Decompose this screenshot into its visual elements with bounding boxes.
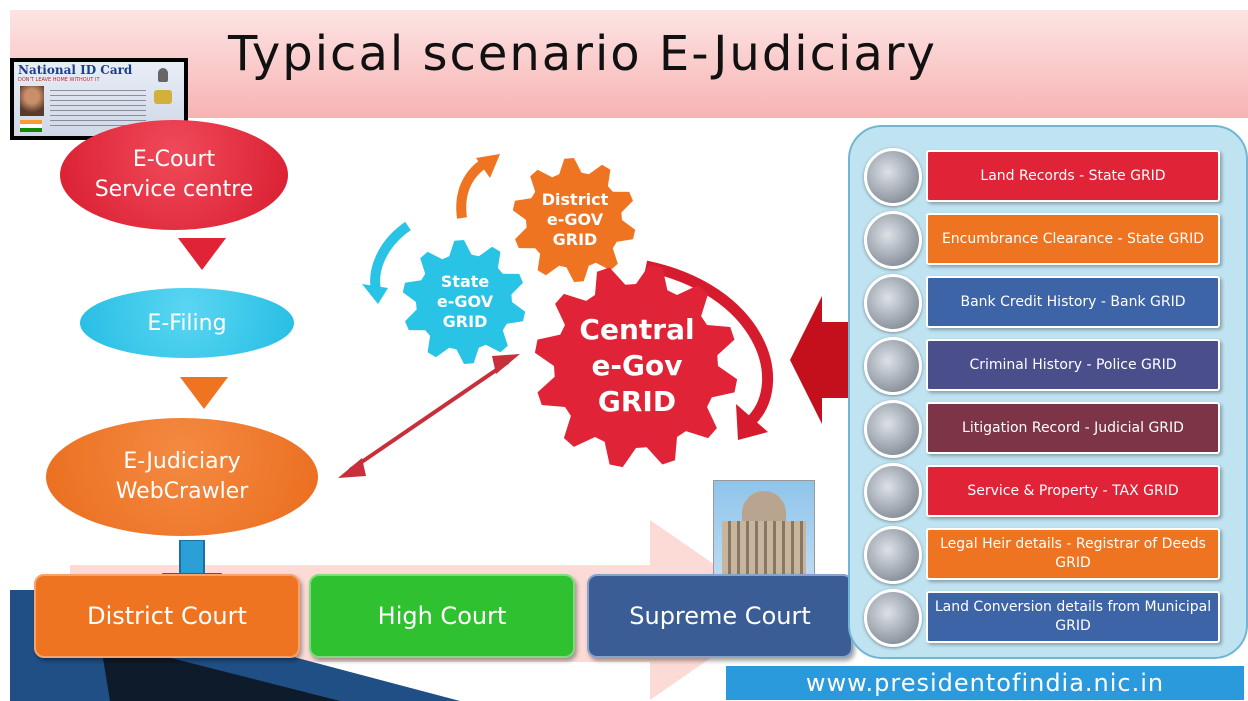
grid-source-photo	[864, 274, 922, 332]
grid-source-item: Bank Credit History - Bank GRID	[864, 274, 1234, 332]
building-body	[722, 521, 806, 577]
id-card-subheading: DON'T LEAVE HOME WITHOUT IT	[18, 77, 100, 83]
grid-source-item: Service & Property - TAX GRID	[864, 463, 1234, 521]
orange-curved-arrow	[456, 157, 489, 219]
grid-source-label: Land Conversion details from Municipal G…	[926, 591, 1220, 643]
id-card-heading: National ID Card	[18, 63, 133, 77]
efiling-node: E-Filing	[80, 288, 294, 358]
ejudiciary-webcrawler-node: E-Judiciary WebCrawler	[46, 418, 318, 536]
state-gear	[402, 240, 526, 364]
grid-source-photo	[864, 589, 922, 647]
grid-source-label: Litigation Record - Judicial GRID	[926, 402, 1220, 454]
avatar-icon	[158, 68, 168, 82]
down-arrow-red-icon	[178, 238, 226, 270]
grid-source-label: Encumbrance Clearance - State GRID	[926, 213, 1220, 265]
link-arrowhead-start	[338, 458, 366, 478]
red-arrowhead	[736, 404, 768, 440]
ecourt-service-centre-node: E-Court Service centre	[60, 120, 288, 230]
grid-source-label: Legal Heir details - Registrar of Deeds …	[926, 528, 1220, 580]
cyan-arrowhead	[362, 284, 388, 304]
chip-icon	[154, 90, 172, 104]
india-flag-icon	[20, 120, 42, 132]
state-egov-grid-label: State e-GOV GRID	[436, 272, 494, 331]
cyan-curved-arrow	[370, 221, 411, 291]
down-arrow-orange-icon	[180, 377, 228, 409]
page-title: Typical scenario E-Judiciary	[228, 26, 937, 82]
grid-source-photo	[864, 463, 922, 521]
district-egov-grid-label: District e-GOV GRID	[541, 190, 609, 249]
central-egov-grid-label: Central e-Gov GRID	[579, 313, 695, 418]
grid-source-item: Land Conversion details from Municipal G…	[864, 589, 1234, 647]
dome-icon	[742, 491, 786, 521]
grid-source-item: Legal Heir details - Registrar of Deeds …	[864, 526, 1234, 584]
title-bar	[10, 10, 1248, 118]
grid-source-photo	[864, 148, 922, 206]
grid-source-item: Land Records - State GRID	[864, 148, 1234, 206]
district-gear	[512, 158, 636, 282]
grid-source-item: Litigation Record - Judicial GRID	[864, 400, 1234, 458]
grid-source-label: Land Records - State GRID	[926, 150, 1220, 202]
high-court-box: High Court	[309, 574, 575, 658]
supreme-court-building-image	[713, 480, 815, 578]
grid-source-item: Encumbrance Clearance - State GRID	[864, 211, 1234, 269]
supreme-court-box: Supreme Court	[587, 574, 853, 658]
grid-source-label: Bank Credit History - Bank GRID	[926, 276, 1220, 328]
website-url: www.presidentofindia.nic.in	[726, 666, 1244, 700]
national-id-card-image: National ID Card DON'T LEAVE HOME WITHOU…	[10, 58, 188, 140]
grid-source-label: Criminal History - Police GRID	[926, 339, 1220, 391]
grid-source-photo	[864, 400, 922, 458]
grid-source-photo	[864, 337, 922, 395]
grid-source-photo	[864, 526, 922, 584]
grid-source-item: Criminal History - Police GRID	[864, 337, 1234, 395]
grid-source-label: Service & Property - TAX GRID	[926, 465, 1220, 517]
orange-arrowhead	[476, 154, 500, 178]
district-court-box: District Court	[34, 574, 300, 658]
central-gear	[534, 264, 738, 468]
id-card-photo	[20, 86, 44, 116]
grid-source-photo	[864, 211, 922, 269]
red-curved-arrow	[644, 260, 773, 424]
link-arrowhead-end	[492, 354, 520, 374]
crawler-central-link	[348, 360, 510, 472]
